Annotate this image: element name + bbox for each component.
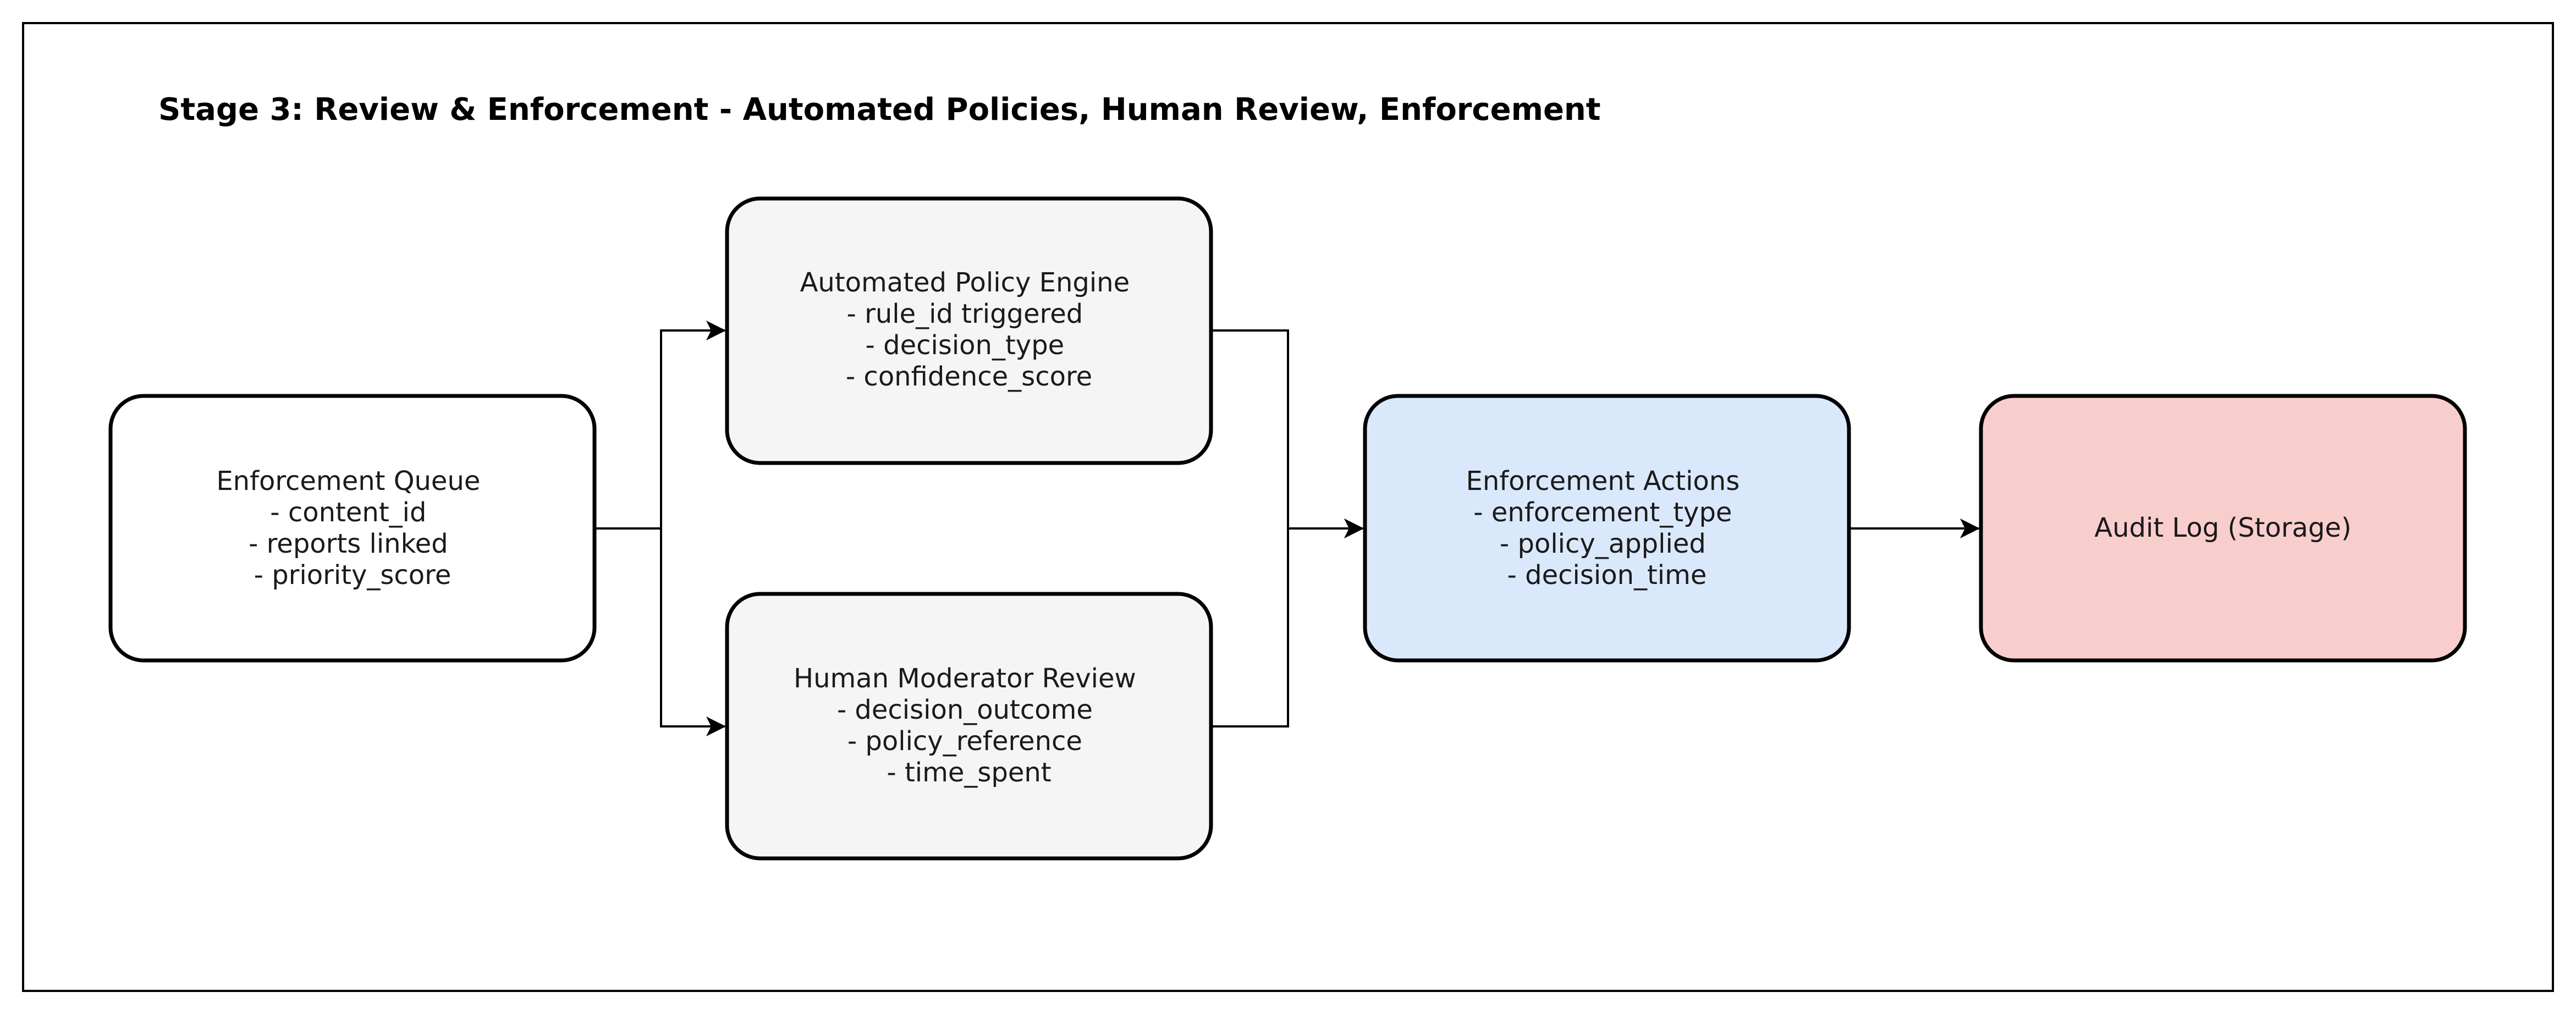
- node-enforcement-queue[interactable]: Enforcement Queue - content_id - reports…: [108, 394, 597, 663]
- node-human-moderator-review-box[interactable]: [725, 592, 1213, 861]
- node-audit-log[interactable]: Audit Log (Storage): [1979, 394, 2467, 663]
- edge-queue-to-review[interactable]: [595, 527, 726, 736]
- node-audit-log-box[interactable]: [1979, 394, 2467, 663]
- node-automated-policy-engine-label: Automated Policy Engine - rule_id trigge…: [800, 267, 1138, 392]
- node-enforcement-actions[interactable]: Enforcement Actions - enforcement_type -…: [1363, 394, 1851, 663]
- node-enforcement-actions-box[interactable]: [1363, 394, 1851, 663]
- edge-engine-to-actions[interactable]: [1211, 329, 1364, 538]
- node-enforcement-queue-label: Enforcement Queue - content_id - reports…: [216, 466, 488, 591]
- edge-review-to-actions[interactable]: [1211, 519, 1364, 728]
- diagram-frame: [22, 22, 2554, 992]
- node-automated-policy-engine[interactable]: Automated Policy Engine - rule_id trigge…: [725, 196, 1213, 465]
- node-enforcement-actions-label: Enforcement Actions - enforcement_type -…: [1466, 466, 1748, 591]
- node-human-moderator-review[interactable]: Human Moderator Review - decision_outcom…: [725, 592, 1213, 861]
- diagram-title: Stage 3: Review & Enforcement - Automate…: [158, 92, 1601, 128]
- edges: [595, 321, 1980, 736]
- node-enforcement-queue-box[interactable]: [108, 394, 597, 663]
- node-human-moderator-review-label: Human Moderator Review - decision_outcom…: [794, 663, 1144, 788]
- node-automated-policy-engine-box[interactable]: [725, 196, 1213, 465]
- node-audit-log-label: Audit Log (Storage): [2094, 512, 2351, 543]
- edge-queue-to-engine[interactable]: [595, 321, 726, 530]
